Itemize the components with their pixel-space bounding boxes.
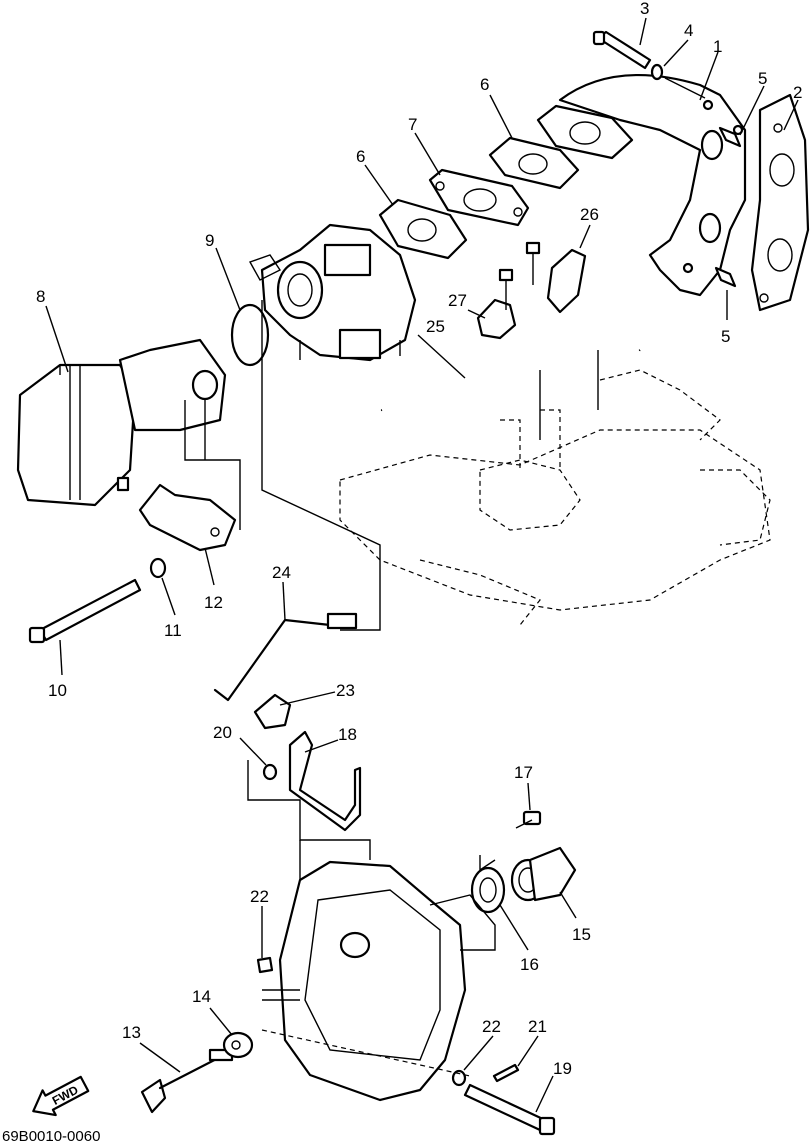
screw-17: [515, 810, 542, 829]
leader-lines: [45, 17, 799, 1113]
silencer-bracket: [138, 483, 237, 552]
callout-12: 12: [204, 593, 223, 612]
air-inlet-fitting: [510, 846, 577, 902]
clip-22-upper: [256, 956, 274, 974]
callout-3: 3: [640, 0, 649, 18]
callout-20: 20: [213, 723, 232, 742]
gasket-6-upper: [488, 136, 580, 190]
hose-clamp-26: [546, 248, 587, 314]
callout-labels: 3 4 1 5 2 6 7 6 9 8 25 27 26 5 12 11 10 …: [36, 0, 802, 1078]
callout-25: 25: [426, 317, 445, 336]
screw-27: [498, 268, 514, 310]
fuel-hose: [380, 312, 661, 413]
callout-17: 17: [514, 763, 533, 782]
callout-13: 13: [122, 1023, 141, 1042]
callout-22-lower: 22: [482, 1017, 501, 1036]
exhaust-manifold: [558, 74, 747, 297]
callout-6-middle: 6: [480, 75, 489, 94]
callout-15: 15: [572, 925, 591, 944]
intake-silencer: [16, 338, 227, 507]
callout-24: 24: [272, 563, 291, 582]
manifold-gasket: [750, 93, 810, 312]
screw-26: [525, 241, 541, 285]
callout-18: 18: [338, 725, 357, 744]
callout-2: 2: [793, 83, 802, 102]
o-ring-9: [230, 303, 270, 367]
callout-1: 1: [713, 37, 722, 56]
fwd-arrow-icon: FWD: [32, 1075, 90, 1117]
callout-7: 7: [408, 115, 417, 134]
collar-11: [149, 557, 167, 579]
catalog-code: 69B0010-0060: [2, 1128, 101, 1145]
callout-27: 27: [448, 291, 467, 310]
carburetor: [248, 223, 417, 362]
cylinder-block-outline: [339, 369, 771, 626]
dowel-pin-lower: [714, 266, 737, 288]
rod-clip-23: [253, 693, 292, 730]
gasket-6-lower: [378, 198, 468, 260]
hose-clip-27: [476, 298, 517, 340]
callout-4: 4: [684, 21, 693, 40]
bolt-19: [463, 1083, 556, 1136]
callout-5-lower: 5: [721, 327, 730, 346]
grommet-14: [222, 1031, 254, 1059]
washer-22-lower: [451, 1069, 467, 1087]
callout-6-lower: 6: [356, 147, 365, 166]
dowel-pin-upper: [718, 126, 742, 148]
carburetor-spacer: [428, 168, 530, 227]
bolt-10: [28, 578, 142, 644]
callout-5-upper: 5: [758, 69, 767, 88]
callout-21: 21: [528, 1017, 547, 1036]
choke-lever: [288, 730, 362, 832]
callout-8: 8: [36, 287, 45, 306]
callout-22-upper: 22: [250, 887, 269, 906]
silencer-case: [262, 860, 496, 1102]
choke-knob: [140, 1048, 234, 1114]
assembly-guide-lines: [184, 300, 599, 880]
washer-20: [262, 763, 278, 781]
callout-16: 16: [520, 955, 539, 974]
fitting-gasket: [470, 866, 506, 914]
pin-21: [492, 1063, 520, 1083]
callout-26: 26: [580, 205, 599, 224]
callout-14: 14: [192, 987, 211, 1006]
callout-11: 11: [164, 621, 182, 640]
gasket-6-middle: [536, 104, 634, 160]
choke-rod: [213, 612, 358, 702]
callout-19: 19: [553, 1059, 572, 1078]
callout-10: 10: [48, 681, 67, 700]
callout-9: 9: [205, 231, 214, 250]
washer-4: [650, 63, 664, 81]
bolt-3: [592, 30, 652, 70]
callout-23: 23: [336, 681, 355, 700]
